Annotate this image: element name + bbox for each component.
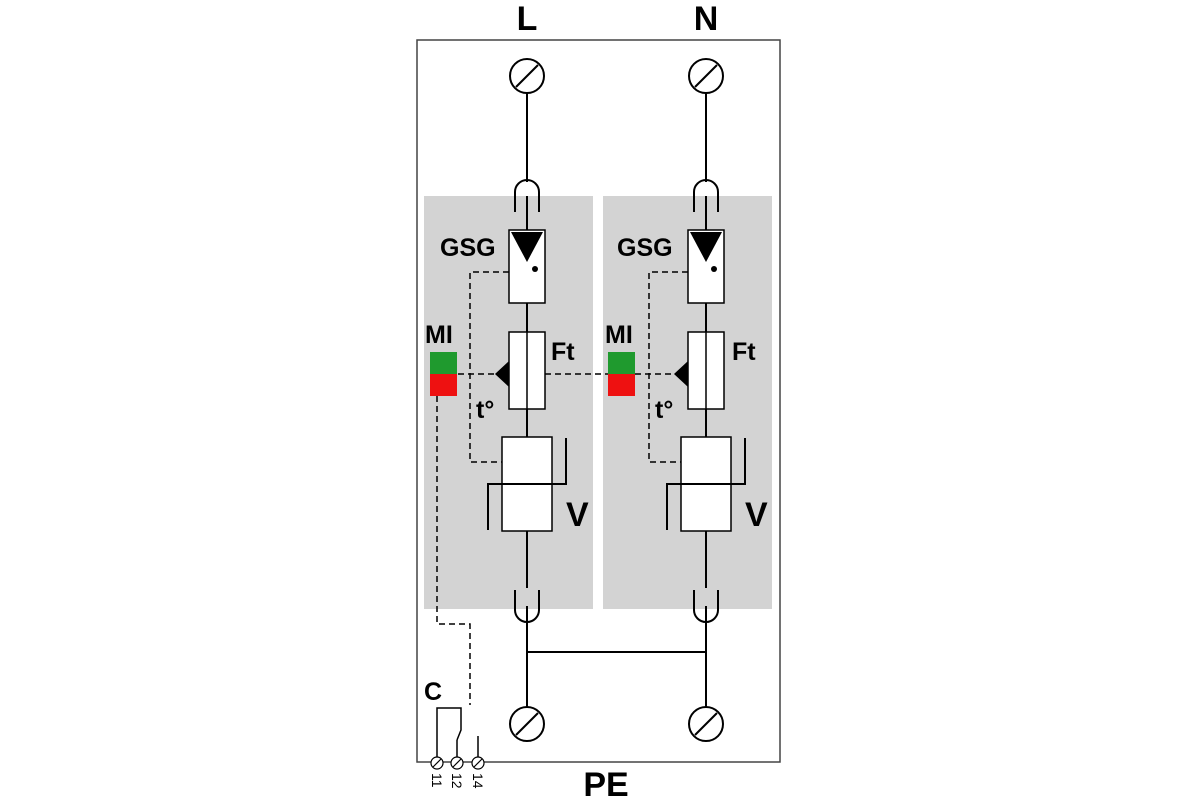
label-temp-left: t° <box>476 396 494 424</box>
label-mi-left: MI <box>425 321 453 349</box>
label-l: L <box>517 0 538 38</box>
terminal-12 <box>450 756 464 770</box>
label-mi-right: MI <box>605 321 633 349</box>
label-gsg-right: GSG <box>617 234 673 262</box>
label-n: N <box>694 0 719 38</box>
terminal-14 <box>471 756 485 770</box>
label-v-left: V <box>566 496 589 534</box>
label-v-right: V <box>745 496 768 534</box>
terminal-top-l <box>509 58 545 94</box>
label-contact: C <box>424 678 442 706</box>
label-temp-right: t° <box>655 396 673 424</box>
status-indicator-fault-right <box>608 374 635 396</box>
label-ft-left: Ft <box>551 338 575 366</box>
status-indicator-ok-left <box>430 352 457 374</box>
label-terminal-12: 12 <box>449 773 465 789</box>
terminal-bottom-n <box>688 706 724 742</box>
module-left: GSG MI Ft t° V <box>425 93 589 707</box>
label-pe: PE <box>583 766 628 800</box>
fuse-trigger-arrow-left <box>495 361 509 387</box>
status-indicator-ok-right <box>608 352 635 374</box>
label-ft-right: Ft <box>732 338 756 366</box>
status-indicator-fault-left <box>430 374 457 396</box>
label-gsg-left: GSG <box>440 234 496 262</box>
plug-connector-top-right <box>693 179 719 212</box>
gsg-spark-gap-left <box>508 229 546 304</box>
plug-connector-top-left <box>514 179 540 212</box>
terminal-bottom-l <box>509 706 545 742</box>
fuse-trigger-arrow-right <box>674 361 688 387</box>
module-right: GSG MI Ft t° V <box>605 93 768 707</box>
terminal-top-n <box>688 58 724 94</box>
label-terminal-14: 14 <box>470 773 486 789</box>
remote-contact: C 11 12 14 <box>424 396 486 789</box>
terminal-11 <box>430 756 444 770</box>
label-terminal-11: 11 <box>429 773 445 788</box>
